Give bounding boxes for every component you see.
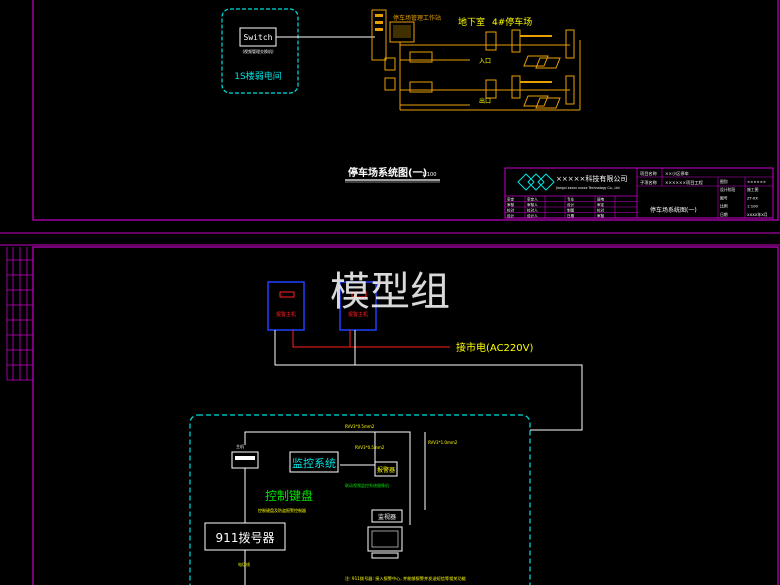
signal-wire bbox=[274, 330, 583, 431]
switch-label: Switch bbox=[244, 33, 273, 42]
controller-box bbox=[409, 51, 433, 63]
basement-label: 地下室 bbox=[458, 16, 485, 28]
monitor-label-box bbox=[371, 509, 403, 523]
alarm-host-icon bbox=[231, 451, 259, 469]
company-name-en: Jiangxi xxxxx xxxxx Technology Co., Ltd bbox=[555, 186, 620, 190]
alarm-box bbox=[374, 461, 398, 477]
drawing-scale: 1:100 bbox=[422, 172, 436, 178]
loop-detector bbox=[523, 95, 549, 107]
cable-label: RVV3*0.5mm2 bbox=[345, 424, 375, 429]
bottom-sheet: 报警主机 报警主机 接市电(AC220V) RVV3*0.5mm2 RVV3*0… bbox=[0, 244, 780, 585]
exit-label: 出口 bbox=[479, 97, 491, 105]
company-name: ×××××科技有限公司 bbox=[556, 174, 627, 183]
mains-label: 接市电(AC220V) bbox=[456, 341, 533, 354]
title-block-cell-label: 校对 bbox=[507, 208, 515, 213]
project-label: 项目名称 bbox=[640, 170, 657, 177]
title-block-cell-label: 审核 bbox=[507, 202, 515, 207]
title-block-cell-value: 校对人 bbox=[527, 208, 538, 213]
network-room-box bbox=[221, 8, 299, 94]
subproject-label: 子项名称 bbox=[640, 179, 657, 186]
title-block-cell-value: 校对 bbox=[597, 208, 605, 213]
title-block-cell-value: 施工图 bbox=[747, 187, 759, 192]
monitor-system-box bbox=[289, 451, 339, 473]
title-block-cell-value: 设计人 bbox=[527, 213, 538, 218]
loop-detector bbox=[523, 55, 549, 67]
title-block-cell-label: 设计阶段 bbox=[720, 187, 735, 192]
title-block-left-cells: 审定审定人审核审核人校对校对人设计设计人专业弱电设计审定制图校对日期审核 bbox=[507, 197, 605, 219]
title-block-cell-value: 审核人 bbox=[527, 202, 538, 207]
server-tower-icon bbox=[371, 9, 387, 61]
display-sign-icon bbox=[565, 75, 575, 105]
alarm-host-label: 主机 bbox=[236, 443, 244, 449]
keyboard-note: 控制键盘及防盗报警控制器 bbox=[258, 507, 306, 513]
title-block-cell-label: 比例 bbox=[720, 204, 728, 209]
monitor-system-label: 监控系统 bbox=[292, 456, 336, 470]
title-block-cell-label: 设计 bbox=[507, 213, 515, 218]
footnote: 注: 911拨号器: 接入报警中心, 并能够报警并发送短信等相关功能 bbox=[345, 575, 467, 582]
barrier-gate-icon bbox=[511, 75, 521, 99]
alarm-panel-2: 报警主机 bbox=[339, 281, 377, 331]
display-sign-icon bbox=[565, 29, 575, 59]
alarm-panel-label: 报警主机 bbox=[276, 311, 296, 318]
subproject-value: ××××××项目工程 bbox=[665, 179, 704, 186]
watermark-text: 模型组 bbox=[330, 269, 450, 315]
parking-system: 停车场管理工作站 地下室 4#停车场 入口 bbox=[371, 9, 581, 111]
monitor-label: 监视器 bbox=[378, 513, 396, 521]
top-sheet-frame bbox=[32, 0, 779, 221]
parking-lot-label: 4#停车场 bbox=[492, 16, 532, 28]
keyboard-label: 控制键盘 bbox=[265, 488, 313, 503]
title-block-cell-value: ZT-XX bbox=[747, 195, 758, 200]
control-room-area bbox=[189, 414, 531, 585]
drawing-title: 停车场系统图(一) bbox=[348, 166, 427, 179]
title-block-cell-label: 制图 bbox=[567, 208, 575, 213]
title-block-cell-label: 审定 bbox=[507, 197, 515, 202]
ticket-machine-icon bbox=[485, 79, 497, 99]
company-logo-icon bbox=[517, 173, 555, 191]
title-block-cell-value: ×××××× bbox=[747, 179, 766, 184]
title-block-cell-label: 日期 bbox=[567, 213, 575, 218]
dialer-label: 911拨号器 bbox=[216, 531, 275, 545]
network-room-label: 1S楼弱电间 bbox=[234, 70, 281, 82]
barrier-gate-icon bbox=[511, 29, 521, 53]
title-block-cell-value: 审定 bbox=[597, 202, 605, 207]
switch-sublabel: (视频管理交换机) bbox=[242, 48, 274, 54]
monitor-icon bbox=[367, 526, 403, 559]
title-block-cell-value: 弱电 bbox=[597, 197, 605, 202]
title-block-cell-label: 图号 bbox=[720, 195, 728, 200]
sheet-name: 停车场系统图(一) bbox=[650, 206, 697, 214]
bottom-sheet-frame bbox=[32, 246, 779, 585]
cable-label: RVV3*0.5mm2 bbox=[355, 445, 385, 450]
mains-wire bbox=[292, 330, 450, 348]
title-block-cell-label: 日期 bbox=[720, 212, 728, 217]
ticket-machine-icon bbox=[485, 31, 497, 51]
top-sheet: Switch (视频管理交换机) 1S楼弱电间 停车场管理工作站 地下室 4#停… bbox=[0, 0, 780, 234]
binding-margin-grid bbox=[6, 247, 33, 381]
alarm-box-label: 报警器 bbox=[377, 466, 395, 474]
linkage-note: 联动视频监控系统摄像机 bbox=[345, 482, 389, 488]
title-block-cell-value: 审定人 bbox=[527, 197, 538, 202]
project-value: ××小区停车 bbox=[665, 170, 689, 177]
title-block: ×××××科技有限公司 Jiangxi xxxxx xxxxx Technolo… bbox=[504, 167, 774, 219]
title-block-cell-label: 图别 bbox=[720, 179, 728, 184]
title-block-cell-value: 1:100 bbox=[747, 204, 759, 209]
title-block-cell-label: 专业 bbox=[567, 197, 575, 202]
alarm-panel-label: 报警主机 bbox=[348, 311, 368, 318]
cable-label: RVV3*1.0mm2 bbox=[428, 440, 458, 445]
workstation-label: 停车场管理工作站 bbox=[393, 14, 441, 22]
phone-line-label: 电话线 bbox=[238, 561, 250, 567]
title-block-cell-value: 审核 bbox=[597, 213, 605, 218]
controller-box bbox=[409, 81, 433, 93]
dialer-box bbox=[204, 522, 286, 551]
alarm-panel-1: 报警主机 bbox=[267, 281, 305, 331]
title-block-cell-value: XXXX年X月 bbox=[747, 212, 768, 217]
entrance-label: 入口 bbox=[479, 58, 491, 65]
title-block-cell-label: 设计 bbox=[567, 202, 575, 207]
workstation-monitor-icon bbox=[389, 21, 415, 43]
